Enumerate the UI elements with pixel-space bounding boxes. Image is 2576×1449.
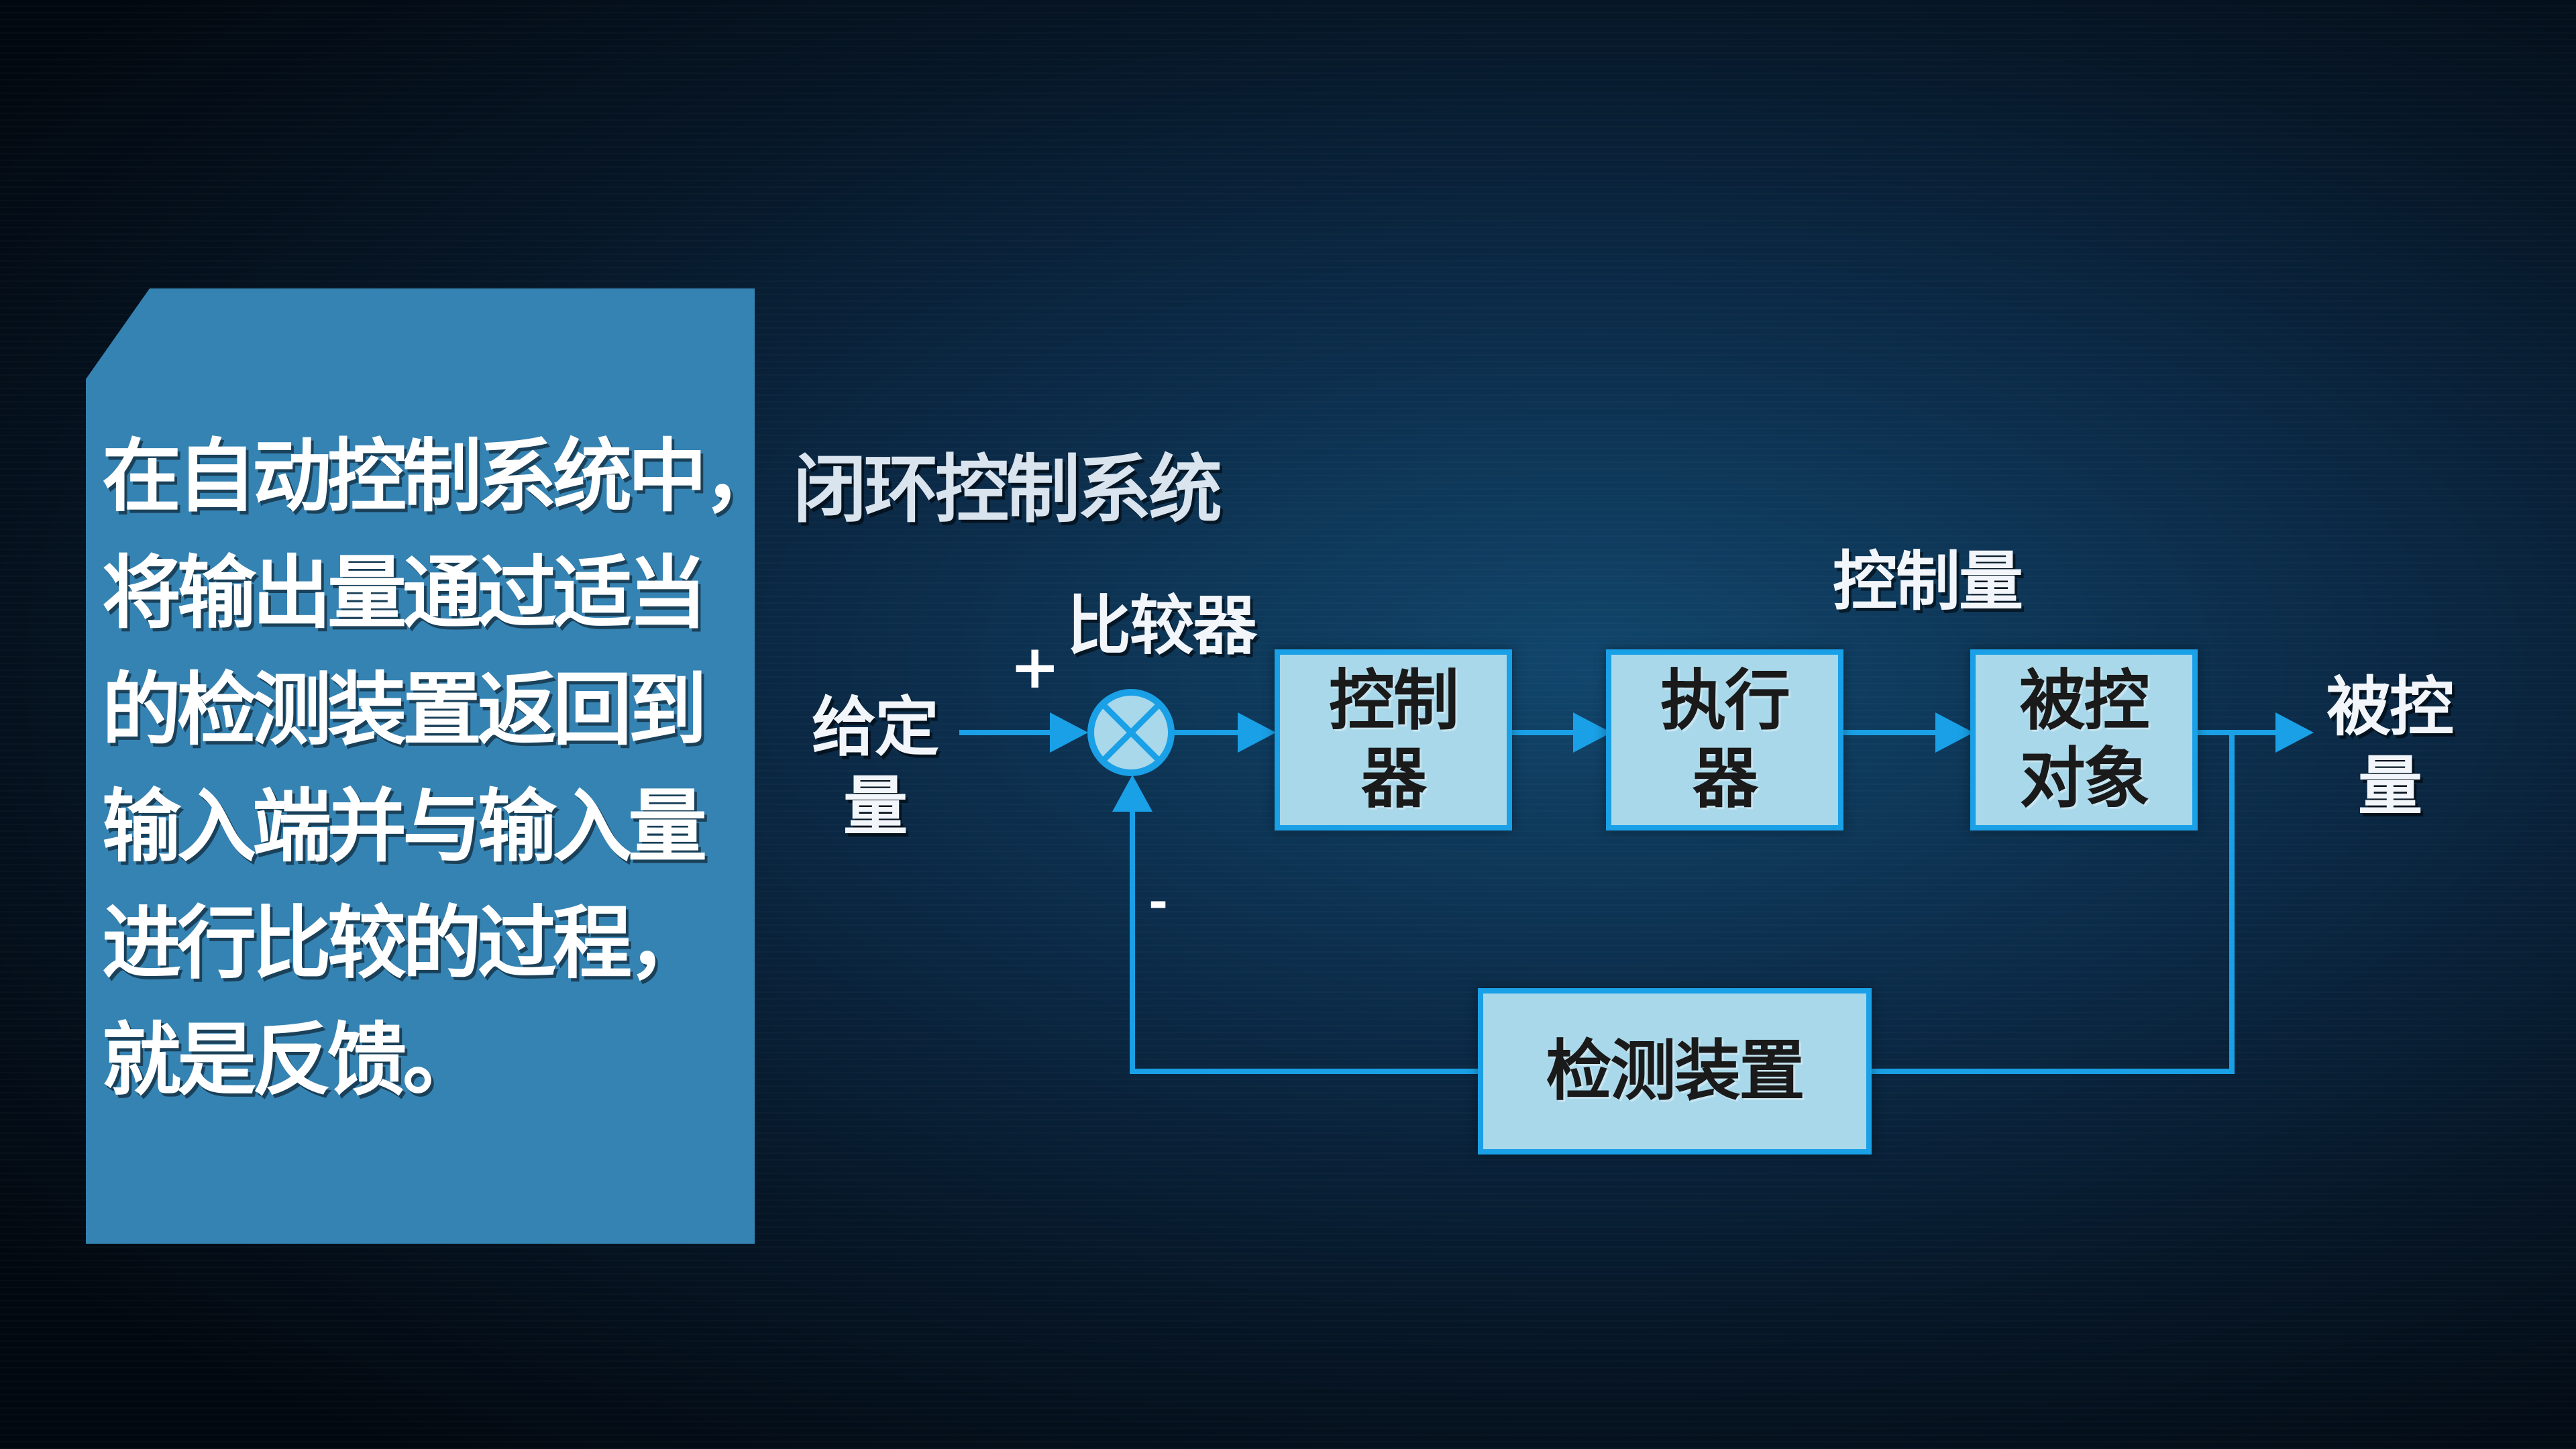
arrowhead-to-plant [1935, 712, 1974, 753]
definition-line-1: 在自动控制系统中， [102, 430, 782, 523]
definition-line-6: 就是反馈。 [102, 1014, 482, 1106]
input-label-text: 给定 量 [812, 690, 939, 844]
sensor-block: 检测装置 [1478, 988, 1872, 1155]
output-label-text: 被控 量 [2326, 669, 2454, 824]
comparator-label: 比较器 [1067, 588, 1257, 663]
sensor-block-label: 检测装置 [1546, 1033, 1805, 1110]
actuator-block-label: 执行 器 [1660, 663, 1790, 817]
arrowhead-feedback-up [1112, 775, 1152, 812]
definition-line-3: 的检测装置返回到 [102, 663, 707, 756]
control-signal-label: 控制量 [1833, 544, 2023, 619]
controller-block: 控制 器 [1275, 649, 1512, 830]
arrowhead-to-controller [1238, 712, 1276, 753]
definition-panel [86, 288, 755, 1244]
minus-sign: - [1148, 875, 1169, 930]
feedback-path-left [1130, 812, 1479, 1074]
plant-block: 被控 对象 [1970, 649, 2198, 830]
plant-block-label: 被控 对象 [2019, 663, 2149, 817]
arrowhead-to-actuator [1573, 712, 1611, 753]
feedback-path-right [1872, 733, 2235, 1074]
actuator-block: 执行 器 [1606, 649, 1843, 830]
output-label: 被控 量 [2326, 667, 2454, 826]
controller-block-label: 控制 器 [1328, 663, 1459, 817]
diagram-title: 闭环控制系统 [793, 447, 1222, 533]
definition-line-2: 将输出量通过适当 [102, 547, 707, 639]
arrowhead-to-comparator [1050, 712, 1088, 753]
arrowhead-output [2275, 712, 2314, 753]
comparator-circle [1087, 689, 1175, 776]
input-label: 给定 量 [812, 688, 939, 846]
plus-sign: + [1010, 632, 1061, 702]
definition-line-4: 输入端并与输入量 [102, 780, 707, 873]
definition-line-5: 进行比较的过程， [102, 897, 707, 989]
